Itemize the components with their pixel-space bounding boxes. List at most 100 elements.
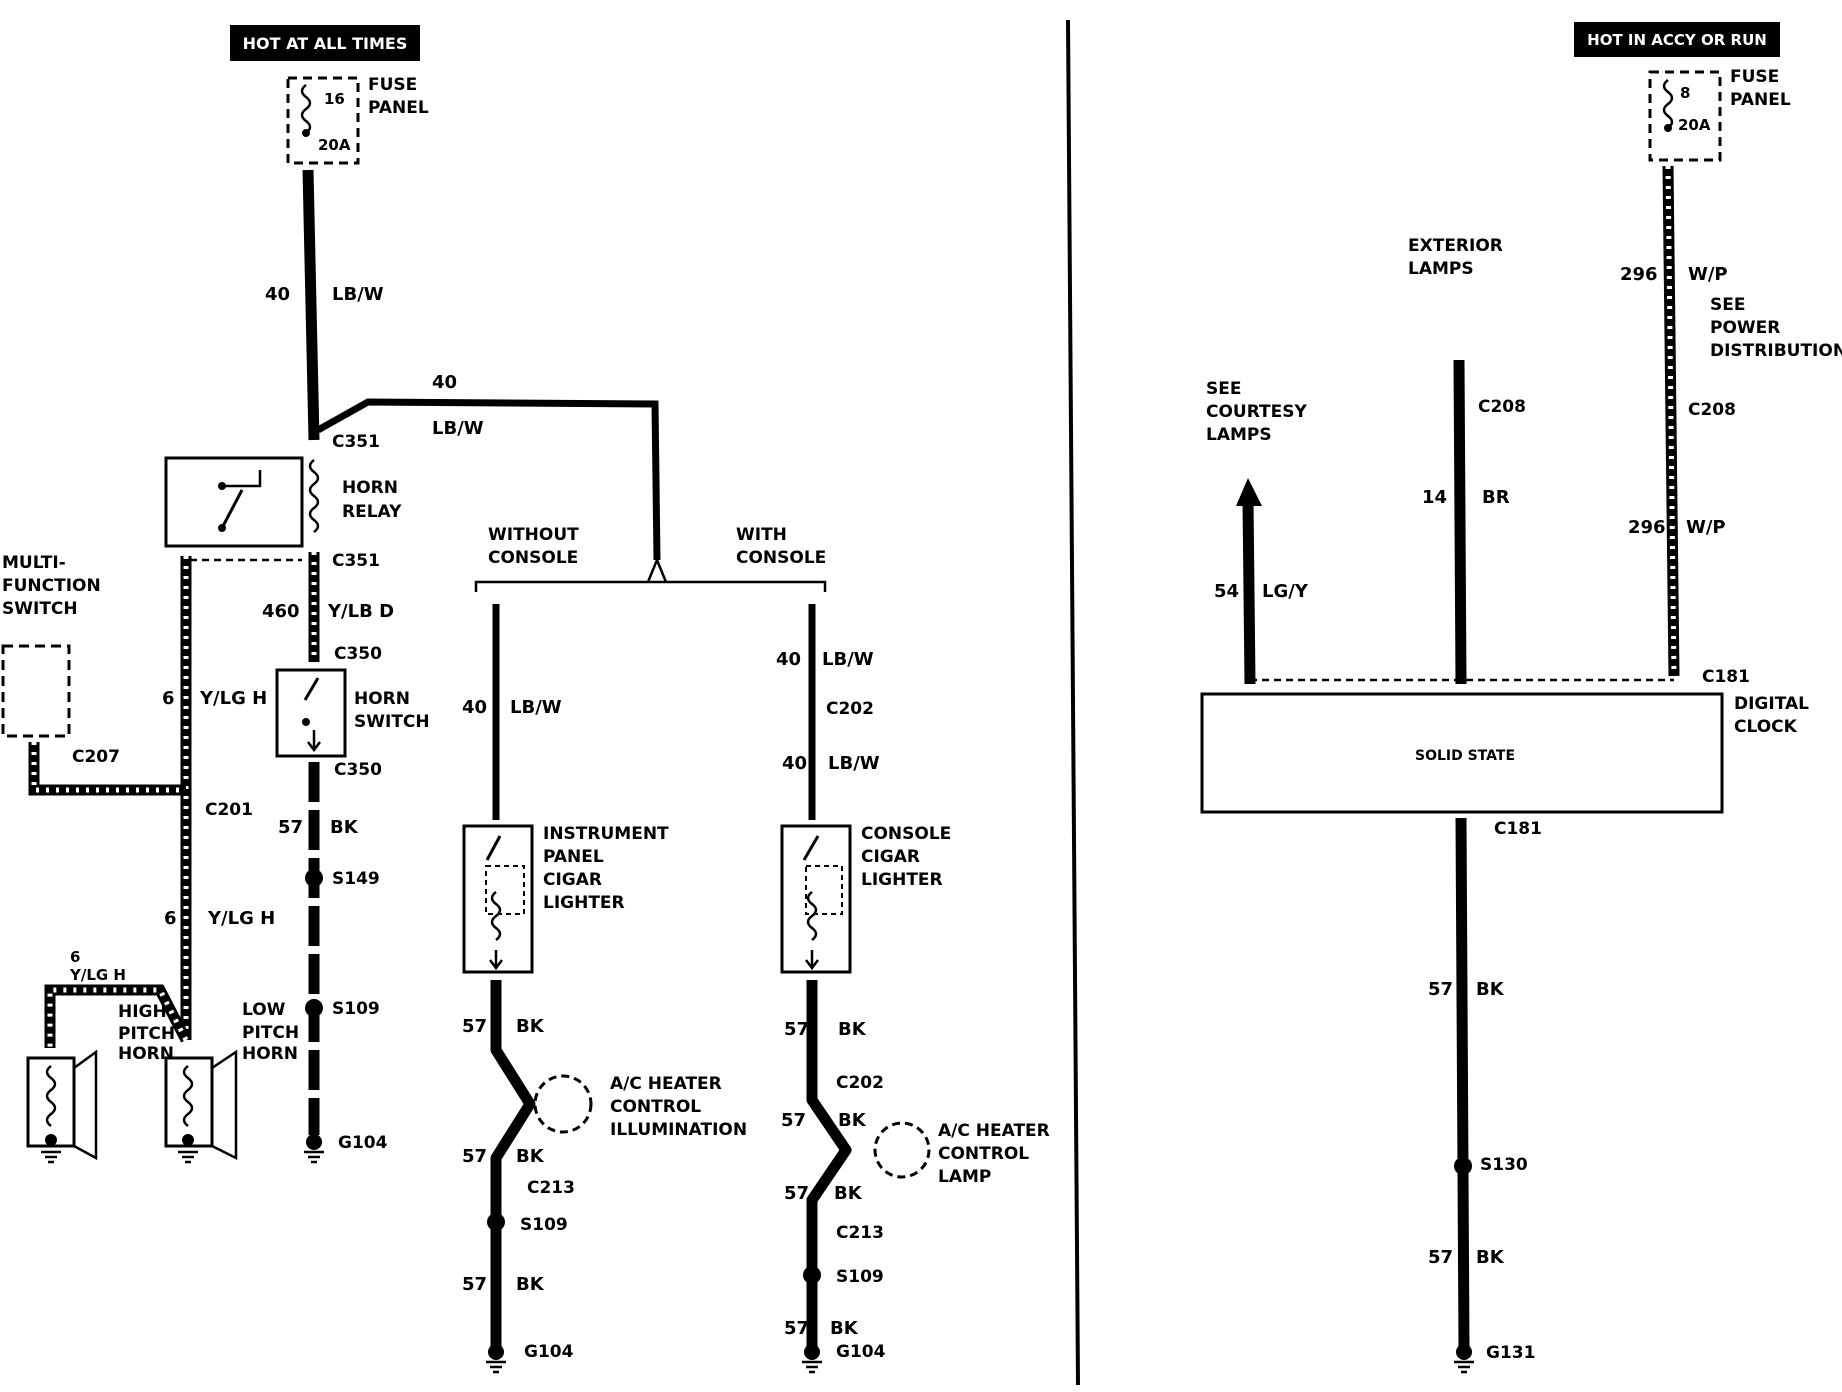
diagram-mark <box>286 76 360 165</box>
diagram-label: C213 <box>527 1178 575 1198</box>
diagram-mark <box>302 129 310 137</box>
diagram-label: LIGHTER <box>861 870 943 890</box>
diagram-label: 40 <box>462 697 487 718</box>
diagram-mark <box>1662 79 1674 129</box>
diagram-label: C207 <box>72 747 120 767</box>
diagram-label: 16 <box>324 90 345 108</box>
diagram-label: HOT IN ACCY OR RUN <box>1587 31 1767 49</box>
diagram-label: Y/LG H <box>199 688 267 709</box>
diagram-label: POWER <box>1710 318 1780 338</box>
diagram-label: LB/W <box>822 649 874 670</box>
diagram-mark <box>308 459 320 533</box>
diagram-mark <box>230 25 420 61</box>
courtesy-arrow <box>1236 478 1262 506</box>
diagram-mark <box>45 1065 57 1127</box>
diagram-label: 20A <box>1678 116 1711 134</box>
diagram-label: 296 <box>1620 264 1658 285</box>
diagram-label: RELAY <box>342 502 402 522</box>
diagram-label: EXTERIOR <box>1408 236 1503 256</box>
diagram-label: C201 <box>205 800 253 820</box>
diagram-mark <box>474 580 827 592</box>
diagram-label: HORN <box>354 689 410 709</box>
diagram-mark <box>1456 1344 1472 1360</box>
diagram-label: DIGITAL <box>1734 694 1809 714</box>
diagram-mark <box>302 1150 326 1164</box>
diagram-label: LIGHTER <box>543 893 625 913</box>
diagram-label: 6 <box>162 688 175 709</box>
wire-40-feed <box>302 169 320 441</box>
diagram-mark <box>305 869 323 887</box>
diagram-label: PANEL <box>1730 90 1791 110</box>
diagram-label: 57 <box>784 1318 809 1339</box>
wire-54-lgy <box>1242 499 1256 685</box>
diagram-label: 14 <box>1422 487 1447 508</box>
diagram-label: 40 <box>265 284 290 305</box>
hot-at-all-times-header: HOT AT ALL TIMES <box>230 25 420 61</box>
diagram-label: LB/W <box>510 697 562 718</box>
diagram-mark <box>305 999 323 1017</box>
diagram-mark <box>489 950 503 971</box>
diagram-mark <box>800 1360 824 1374</box>
diagram-label: LAMP <box>938 1167 991 1187</box>
hot-in-accy-or-run-header: HOT IN ACCY OR RUN <box>1574 22 1780 57</box>
diagram-label: WITH <box>736 525 787 545</box>
diagram-label: BK <box>330 817 359 838</box>
diagram-label: ILLUMINATION <box>610 1120 747 1140</box>
diagram-label: CONSOLE <box>861 824 951 844</box>
diagram-label: 460 <box>262 601 300 622</box>
instrument-panel-cigar-lighter <box>462 824 534 974</box>
diagram-label: C208 <box>1688 400 1736 420</box>
diagram-label: 57 <box>1428 1247 1453 1268</box>
diagram-label: Y/LB D <box>327 601 394 622</box>
wire-14-br <box>1453 359 1467 685</box>
diagram-label: PANEL <box>368 98 429 118</box>
ac-heater-illum-lamp <box>533 1074 593 1134</box>
diagram-mark <box>45 1134 57 1146</box>
fuse-panel-label: FUSE <box>368 75 417 95</box>
diagram-mark <box>1574 22 1780 57</box>
diagram-label: LB/W <box>828 753 880 774</box>
diagram-label: 57 <box>278 817 303 838</box>
diagram-mark <box>211 1049 238 1161</box>
diagram-label: 57 <box>462 1274 487 1295</box>
diagram-mark <box>176 1150 200 1164</box>
diagram-mark <box>47 987 189 1048</box>
diagram-label: BR <box>1482 487 1510 508</box>
diagram-mark <box>1454 1157 1472 1175</box>
diagram-label: BK <box>838 1019 867 1040</box>
diagram-label: G104 <box>836 1342 886 1362</box>
diagram-label: A/C HEATER <box>610 1074 722 1094</box>
diagram-mark <box>805 865 843 915</box>
diagram-label: LOW <box>242 1000 286 1020</box>
diagram-label: C181 <box>1494 819 1542 839</box>
diagram-mark <box>805 950 819 971</box>
diagram-mark <box>802 835 820 861</box>
diagram-mark <box>39 1150 63 1164</box>
diagram-label: CONTROL <box>938 1144 1029 1164</box>
diagram-label: HORN <box>242 1044 298 1064</box>
diagram-label: 57 <box>784 1019 809 1040</box>
fuse-8: 8 20A <box>1648 70 1722 162</box>
diagram-label: 57 <box>1428 979 1453 1000</box>
diagram-label: SOLID STATE <box>1415 748 1515 764</box>
diagram-mark <box>780 824 852 974</box>
high-pitch-horn <box>26 1049 98 1164</box>
multifunction-switch <box>1 644 71 738</box>
ac-heater-control-lamp <box>873 1121 931 1179</box>
diagram-label: INSTRUMENT <box>543 824 669 844</box>
diagram-label: PITCH <box>242 1023 299 1043</box>
diagram-label: C208 <box>1478 397 1526 417</box>
diagram-label: FUSE <box>1730 67 1779 87</box>
diagram-label: BK <box>830 1318 859 1339</box>
console-cigar-lighter <box>780 824 852 974</box>
diagram-label: 40 <box>432 372 457 393</box>
diagram-label: C181 <box>1702 667 1750 687</box>
diagram-label: Y/LG H <box>69 966 126 984</box>
diagram-mark <box>303 677 320 701</box>
diagram-label: LB/W <box>332 284 384 305</box>
diagram-label: 8 <box>1680 84 1690 102</box>
diagram-label: PITCH <box>118 1024 175 1044</box>
diagram-label: CIGAR <box>543 870 602 890</box>
diagram-label: S149 <box>332 869 380 889</box>
